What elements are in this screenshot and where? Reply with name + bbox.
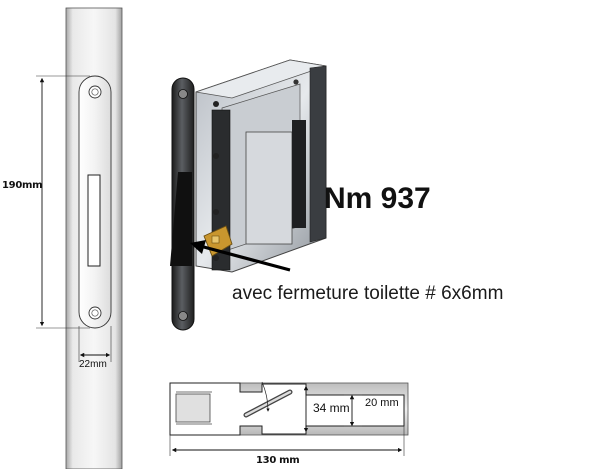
- rotation-arrow: [261, 381, 270, 412]
- lock-body-render: [170, 59, 327, 331]
- pointer-arrow-head: [190, 240, 206, 254]
- label-22mm: 22mm: [79, 359, 107, 370]
- lock-section: [175, 393, 211, 423]
- label-190mm: 190mm: [2, 180, 43, 191]
- caption-label: avec fermeture toilette # 6x6mm: [232, 283, 504, 304]
- pointer-arrow: [199, 244, 291, 272]
- inner-rail: [292, 120, 306, 228]
- top-screw-hole: [88, 85, 102, 99]
- door-edge-view: [36, 7, 123, 469]
- latch-bevel: [170, 172, 192, 266]
- latch-opening: [87, 174, 101, 267]
- cross-section-view: [169, 381, 409, 456]
- square-6x6: [211, 235, 220, 244]
- label-34mm: 34 mm: [313, 401, 350, 415]
- bottom-screw-hole: [88, 306, 102, 320]
- label-130mm: 130 mm: [256, 455, 300, 466]
- latch-bolt-block: [245, 131, 293, 245]
- model-label: Nm 937: [324, 182, 431, 215]
- label-20mm: 20 mm: [365, 397, 399, 409]
